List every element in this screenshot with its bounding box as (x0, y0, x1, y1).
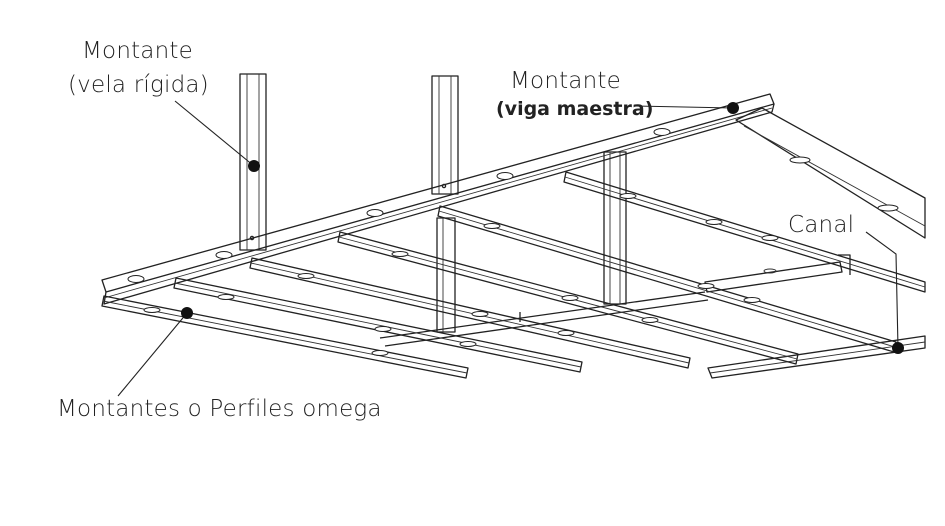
label-montante-viga-line2: (viga maestra) (496, 98, 654, 120)
omega-profile-4 (337, 231, 799, 365)
label-montante-viga-line1: Montante (510, 68, 621, 94)
perimeter-channel (707, 107, 926, 379)
omega-profile-3 (249, 257, 691, 369)
omega-profile-6 (563, 171, 926, 293)
main-beam (101, 93, 775, 305)
label-montante-vela-line1: Montante (82, 38, 193, 64)
label-montante-vela-line2: (vela rígida) (68, 72, 209, 98)
callout-leaders (117, 100, 904, 397)
omega-profile-2 (173, 277, 583, 373)
label-omega-profiles: Montantes o Perfiles omega (57, 396, 382, 422)
hanger-stud-back (603, 151, 627, 305)
omega-profile-1 (101, 295, 469, 379)
label-canal: Canal (788, 212, 855, 238)
